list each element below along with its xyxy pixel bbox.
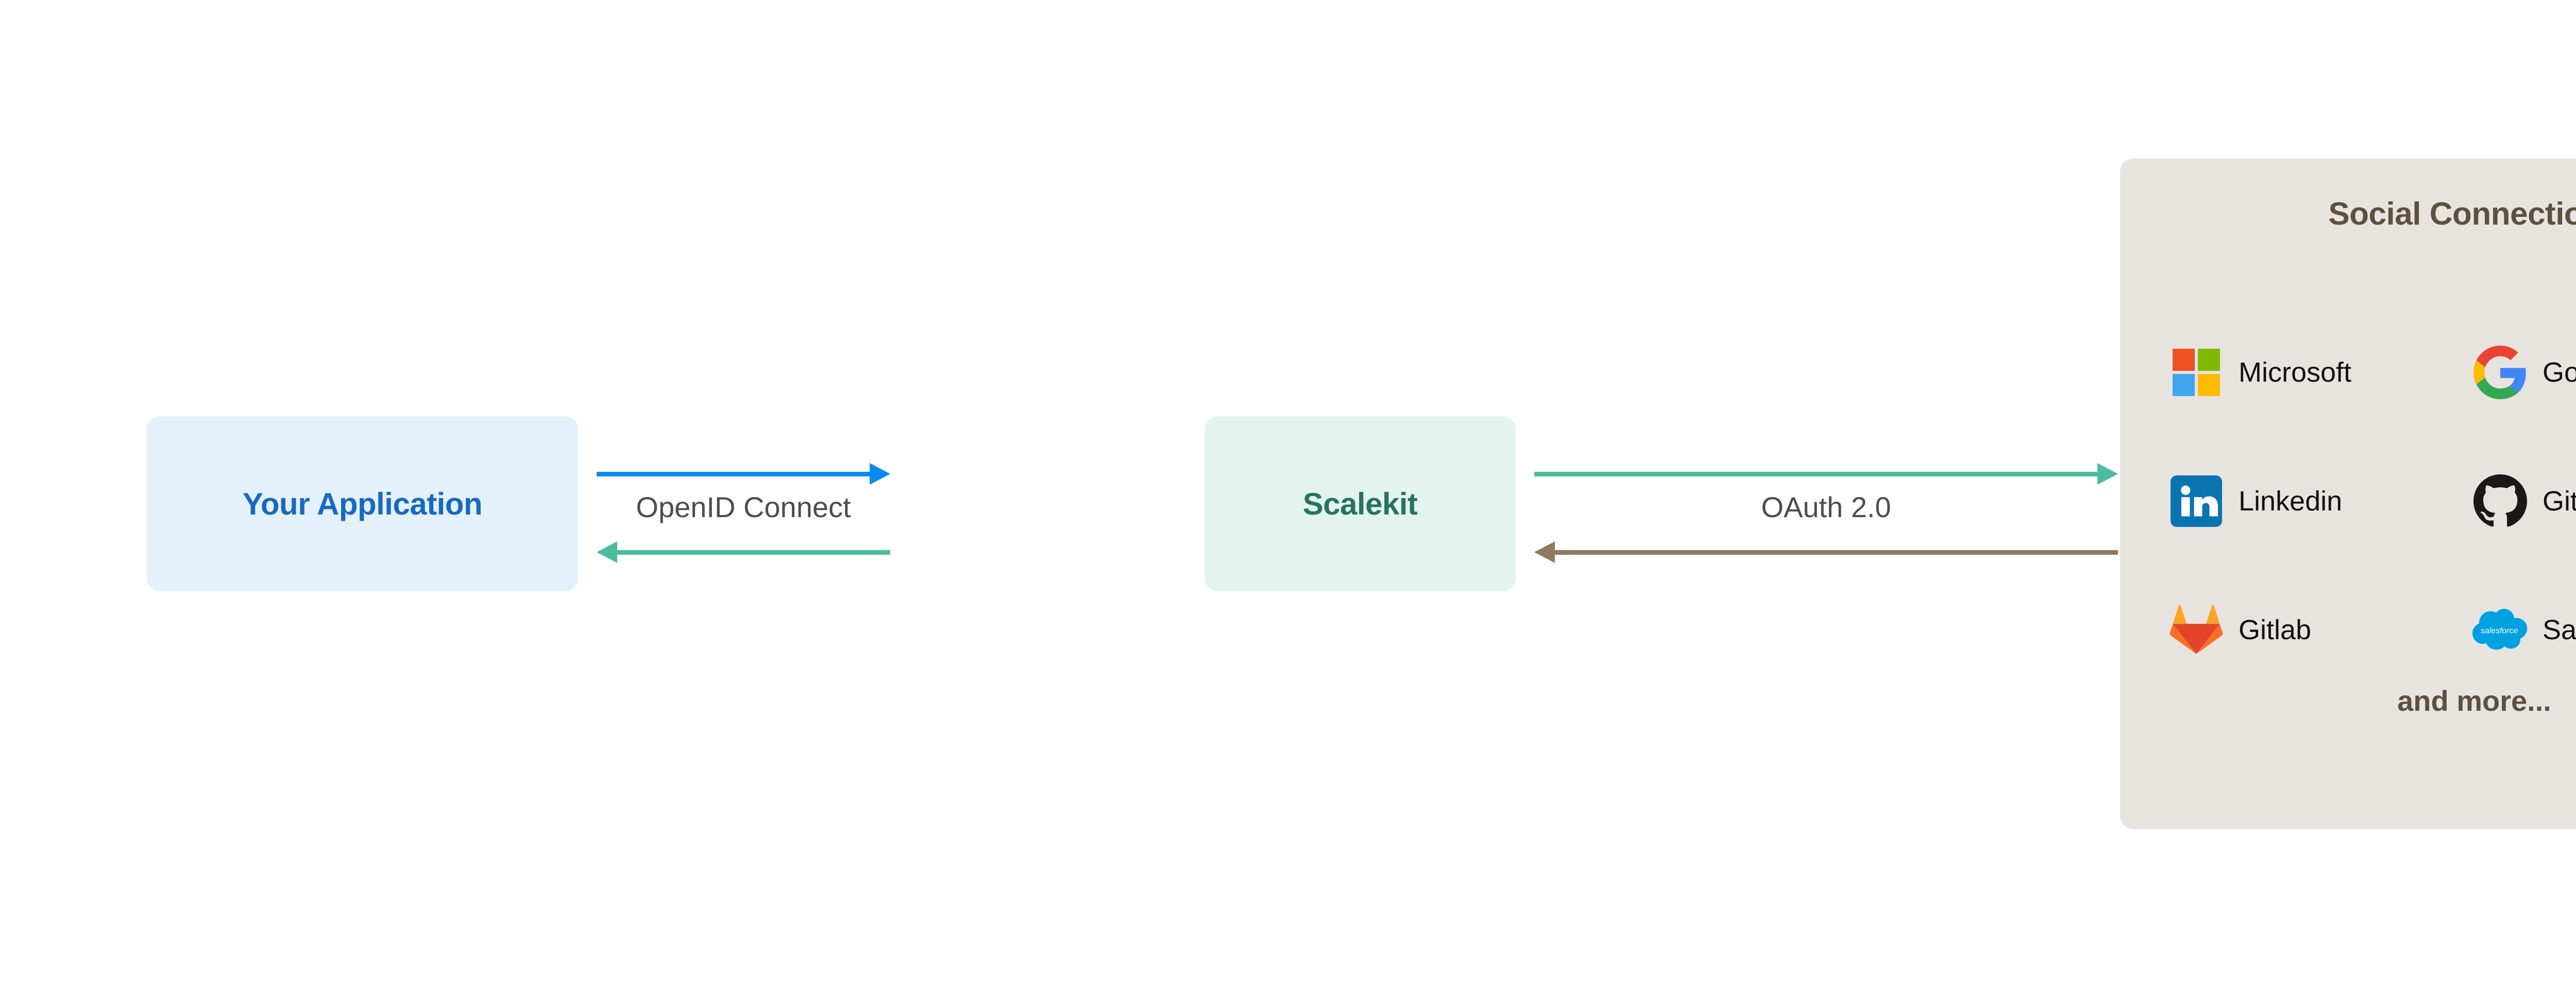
arrow-head-left-icon [1534, 541, 1555, 563]
social-provider-linkedin[interactable]: Linkedin [2170, 437, 2473, 566]
arrow-head-right-icon [2097, 463, 2118, 485]
social-provider-label: Google [2543, 357, 2576, 388]
arrow-shaft [597, 472, 873, 476]
arrow-head-left-icon [597, 541, 617, 563]
edge-label-oidc: OpenID Connect [636, 491, 851, 523]
arrow-shaft [1552, 550, 2118, 555]
social-provider-label: Gitlab [2239, 614, 2312, 645]
social-provider-github[interactable]: Github [2473, 437, 2576, 566]
node-scalekit-label: Scalekit [1302, 486, 1418, 521]
arrow-shaft [1534, 472, 2100, 476]
github-icon [2473, 474, 2527, 528]
gitlab-icon [2170, 603, 2223, 657]
social-provider-salesforce[interactable]: salesforce Salesforce [2472, 566, 2576, 694]
node-your-application[interactable]: Your Application [147, 416, 578, 591]
node-your-application-label: Your Application [242, 486, 483, 521]
arrow-head-right-icon [870, 463, 890, 485]
microsoft-icon [2170, 346, 2223, 399]
social-providers-grid: Microsoft Google [2170, 308, 2576, 694]
social-provider-gitlab[interactable]: Gitlab [2170, 566, 2473, 694]
social-provider-label: Github [2543, 486, 2576, 517]
social-connections-more-label: and more... [2397, 685, 2551, 717]
google-icon [2473, 346, 2527, 399]
social-provider-label: Linkedin [2239, 486, 2343, 517]
social-connections-panel: Social Connections Microsoft [2120, 159, 2576, 829]
edge-label-oauth: OAuth 2.0 [1761, 491, 1891, 523]
social-provider-label: Microsoft [2239, 357, 2352, 388]
arrow-shaft [614, 550, 890, 555]
salesforce-icon: salesforce [2472, 603, 2528, 657]
social-provider-google[interactable]: Google [2473, 308, 2576, 437]
social-provider-microsoft[interactable]: Microsoft [2170, 308, 2473, 437]
svg-text:salesforce: salesforce [2481, 627, 2518, 636]
social-provider-label: Salesforce [2543, 614, 2576, 645]
social-connections-title: Social Connections [2328, 196, 2576, 232]
node-scalekit[interactable]: Scalekit [1205, 416, 1516, 591]
linkedin-icon [2170, 474, 2223, 528]
